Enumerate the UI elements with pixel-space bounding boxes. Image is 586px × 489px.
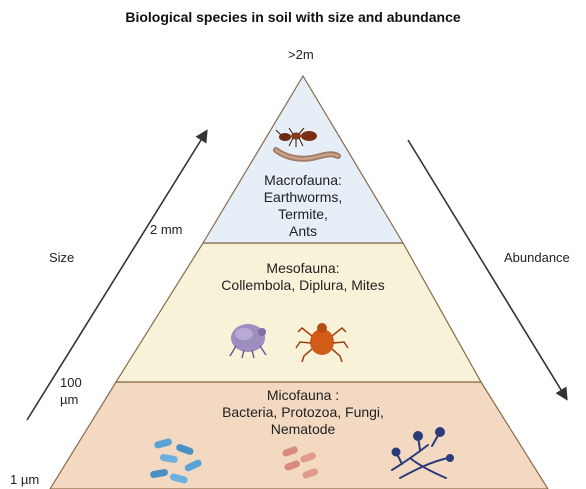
abundance-axis-label: Abundance <box>504 250 570 265</box>
tier-micro-member-2: Nematode <box>163 421 443 438</box>
tier-meso-member-1: Collembola, Diplura, Mites <box>173 277 433 294</box>
tier-macro-member-1: Earthworms, <box>223 189 383 206</box>
size-tick-100um: 100 µm <box>60 374 82 408</box>
size-tick-2mm: 2 mm <box>150 222 183 237</box>
tier-macro-member-3: Ants <box>223 223 383 240</box>
tier-macro-name: Macrofauna: <box>223 172 383 189</box>
tier-micro-member-1: Bacteria, Protozoa, Fungi, <box>163 404 443 421</box>
tier-micro-name: Micofauna : <box>163 387 443 404</box>
tier-meso-name: Mesofauna: <box>173 260 433 277</box>
tier-meso-text: Mesofauna: Collembola, Diplura, Mites <box>173 260 433 294</box>
tier-macro-text: Macrofauna: Earthworms, Termite, Ants <box>223 172 383 240</box>
size-tick-1um: 1 µm <box>10 472 39 487</box>
size-axis-label: Size <box>49 250 74 265</box>
tier-micro-text: Micofauna : Bacteria, Protozoa, Fungi, N… <box>163 387 443 438</box>
tier-macro-member-2: Termite, <box>223 206 383 223</box>
